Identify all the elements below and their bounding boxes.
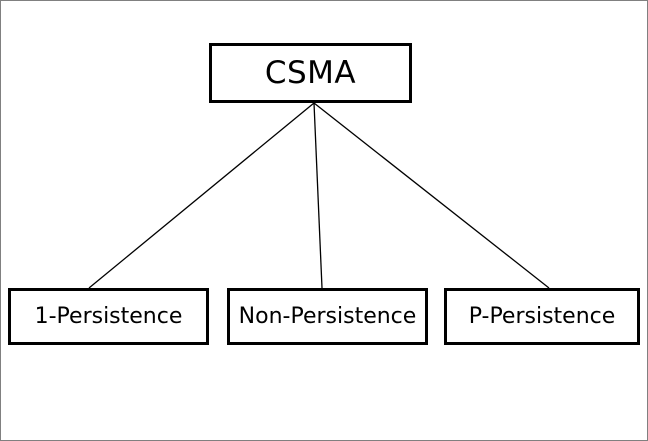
node-1-persistence-label: 1-Persistence [34,303,183,329]
node-non-persistence-label: Non-Persistence [238,303,417,329]
connector-root-to-p-persistence [313,102,550,289]
node-p-persistence: P-Persistence [444,288,640,345]
node-p-persistence-label: P-Persistence [468,303,616,329]
node-1-persistence: 1-Persistence [8,288,209,345]
connector-root-to-1-persistence [88,102,315,289]
connector-root-to-non-persistence [313,102,323,289]
node-csma-label: CSMA [264,54,357,91]
node-non-persistence: Non-Persistence [227,288,428,345]
node-csma: CSMA [209,43,412,103]
